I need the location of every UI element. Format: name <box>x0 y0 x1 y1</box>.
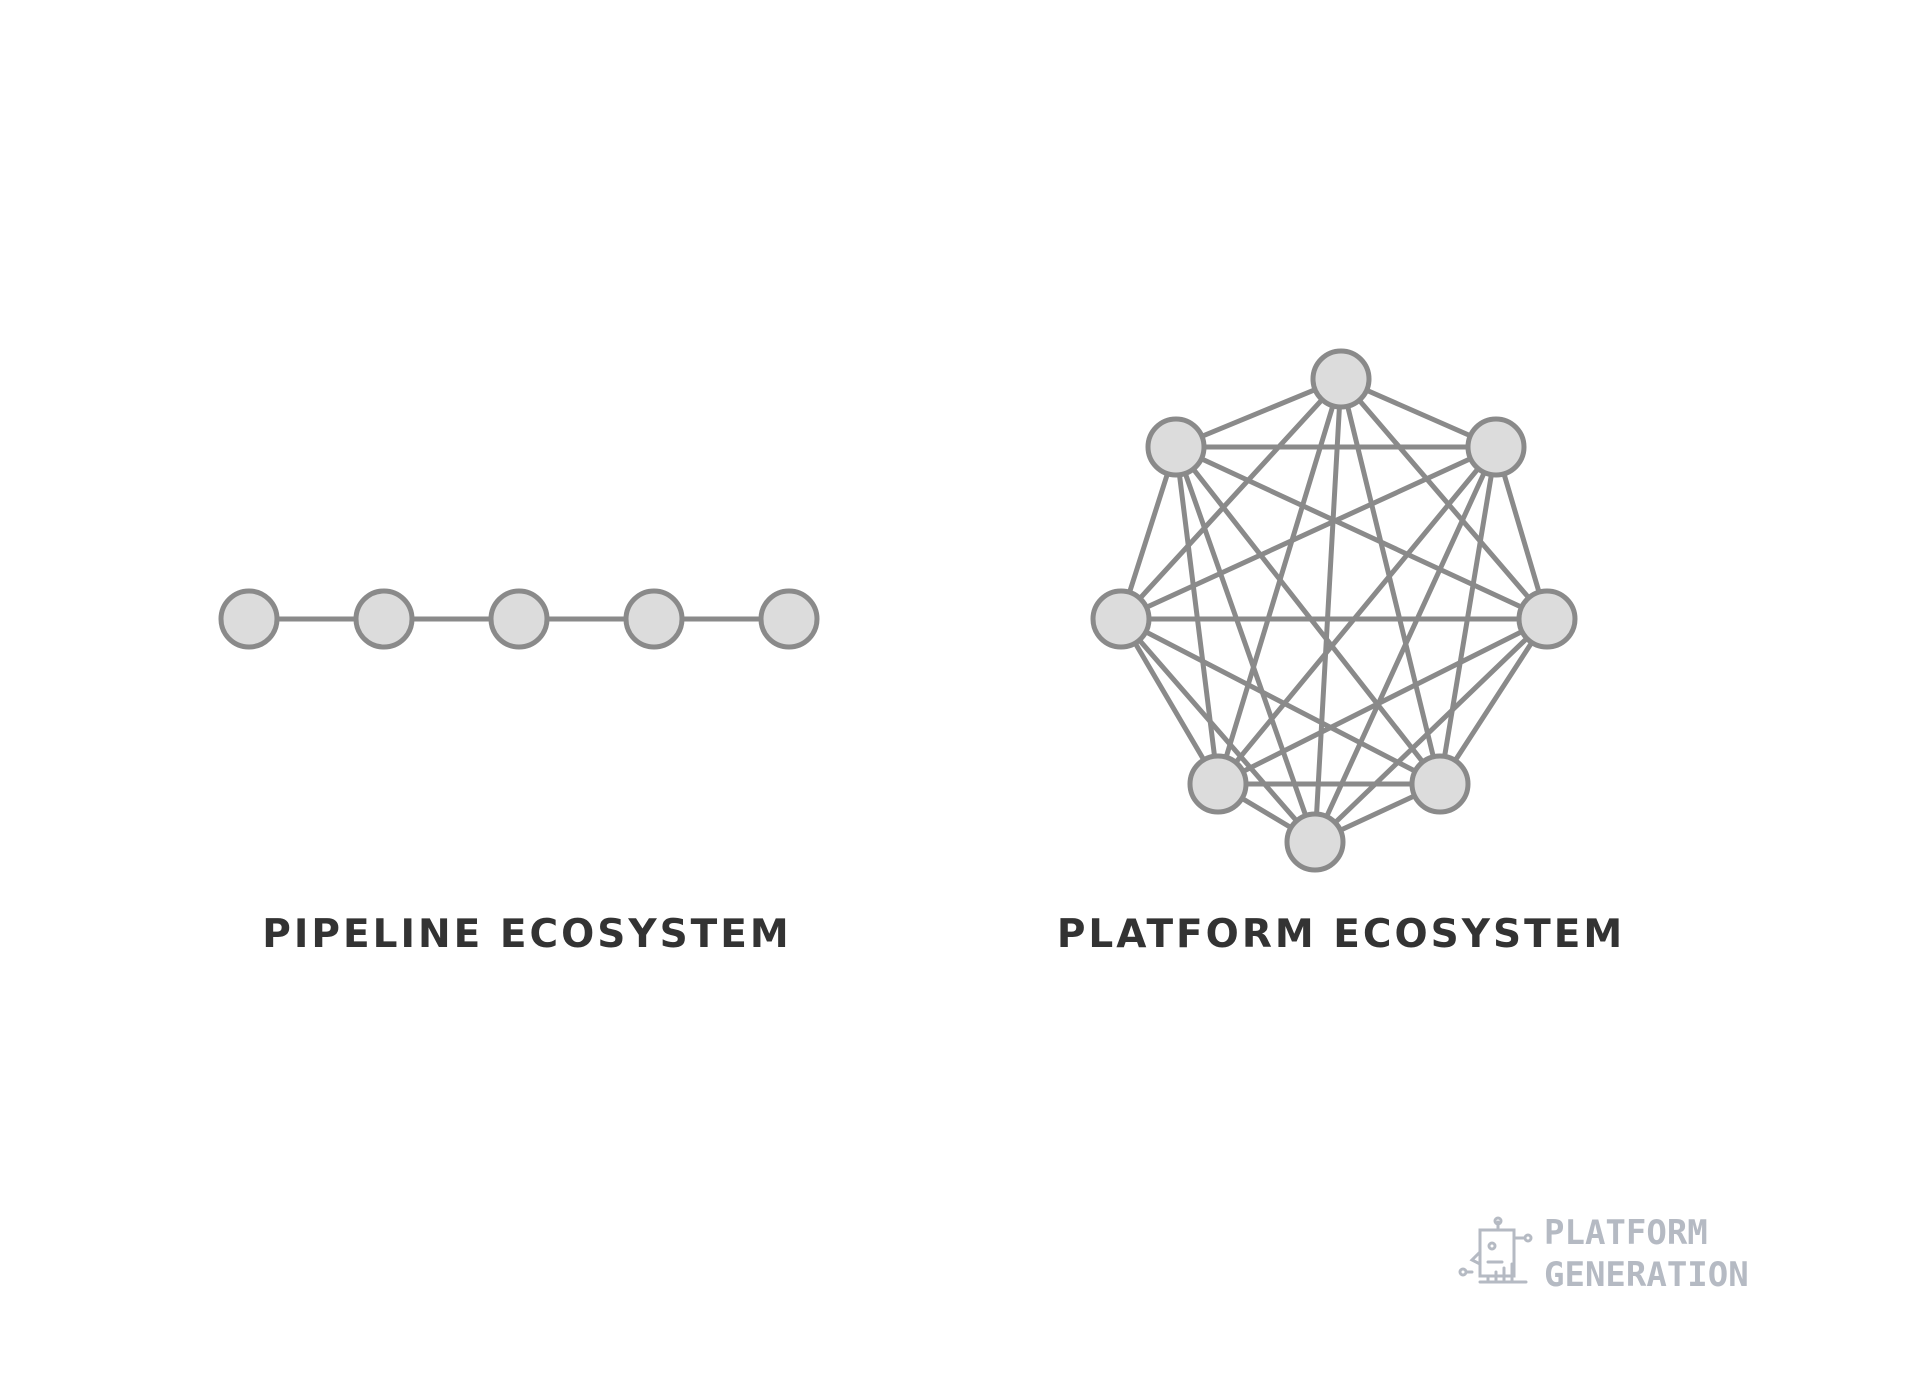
platform-edge <box>1215 616 1550 787</box>
platform-graph <box>1090 348 1578 873</box>
platform-node-6 <box>1187 753 1249 815</box>
pipeline-ecosystem-title: PIPELINE ECOSYSTEM <box>262 912 792 957</box>
platform-node-8 <box>1284 811 1346 873</box>
logo-line-1: PLATFORM <box>1544 1213 1708 1253</box>
platform-node-7 <box>1409 753 1471 815</box>
platform-edge <box>1338 376 1550 622</box>
platform-node-1 <box>1310 348 1372 410</box>
pipeline-node-3 <box>488 588 550 650</box>
pipeline-node-1 <box>218 588 280 650</box>
pipeline-node-5 <box>758 588 820 650</box>
pipeline-node-4 <box>623 588 685 650</box>
platform-node-4 <box>1090 588 1152 650</box>
robot-head-icon <box>1458 1216 1533 1284</box>
pipeline-node-2 <box>353 588 415 650</box>
platform-ecosystem-title: PLATFORM ECOSYSTEM <box>1056 912 1626 957</box>
platform-edge <box>1312 444 1499 845</box>
platform-node-3 <box>1465 416 1527 478</box>
platform-edge <box>1118 444 1499 622</box>
platform-edge <box>1118 616 1443 787</box>
platform-node-5 <box>1516 588 1578 650</box>
platform-node-2 <box>1145 416 1207 478</box>
platform-edge <box>1437 616 1550 787</box>
pipeline-graph <box>218 588 820 650</box>
platform-edge <box>1437 444 1499 787</box>
platform-edge <box>1173 444 1221 787</box>
platform-edge <box>1173 444 1443 787</box>
platform-edge <box>1118 376 1344 622</box>
platform-edge <box>1118 616 1318 845</box>
platform-generation-logo: PLATFORM GENERATION <box>1458 1212 1749 1300</box>
platform-edge <box>1173 444 1318 845</box>
platform-edge <box>1215 444 1499 787</box>
logo-line-2: GENERATION <box>1544 1255 1749 1295</box>
platform-edge <box>1312 376 1344 845</box>
platform-edge <box>1118 616 1221 787</box>
platform-edge <box>1173 444 1550 622</box>
platform-edge <box>1312 616 1550 845</box>
